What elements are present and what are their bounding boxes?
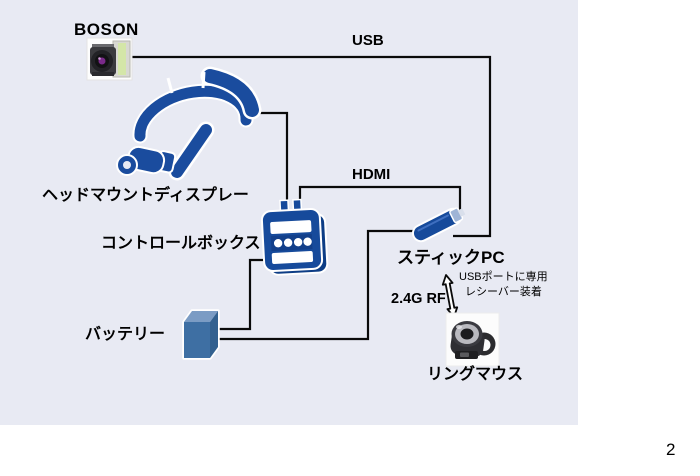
battery-controlbox-line	[216, 258, 266, 331]
hmd-illustration	[116, 66, 262, 181]
ring-mouse-image	[445, 312, 500, 367]
camera-label: BOSON	[74, 20, 139, 39]
usb-receiver-note-line2: レシーバー装着	[465, 286, 542, 298]
hmd-cable-line	[249, 111, 289, 205]
battery-stickpc-line	[216, 229, 419, 341]
boson-camera-image	[86, 37, 133, 81]
usb-receiver-note: USBポートに専用 レシーバー装着	[459, 270, 548, 300]
rf-connection-label: 2.4G RF	[391, 291, 446, 307]
hdmi-connection-label: HDMI	[352, 166, 391, 183]
battery-illustration	[182, 309, 220, 360]
hdmi-cable-line	[298, 185, 462, 214]
control-box-illustration	[260, 198, 329, 276]
head-mounted-display-label: ヘッドマウントディスプレー	[42, 187, 249, 204]
diagram-canvas	[86, 37, 500, 367]
stick-pc-illustration	[411, 207, 466, 243]
usb-cable-line	[128, 55, 492, 238]
battery-label: バッテリー	[85, 326, 166, 343]
page-number: 2	[666, 440, 676, 459]
ring-mouse-label: リングマウス	[427, 366, 524, 383]
usb-receiver-note-line1: USBポートに専用	[459, 271, 548, 283]
control-box-label: コントロールボックス	[101, 235, 261, 252]
usb-connection-label: USB	[352, 32, 384, 49]
connection-lines	[128, 55, 492, 341]
stick-pc-label: スティックPC	[397, 248, 505, 267]
